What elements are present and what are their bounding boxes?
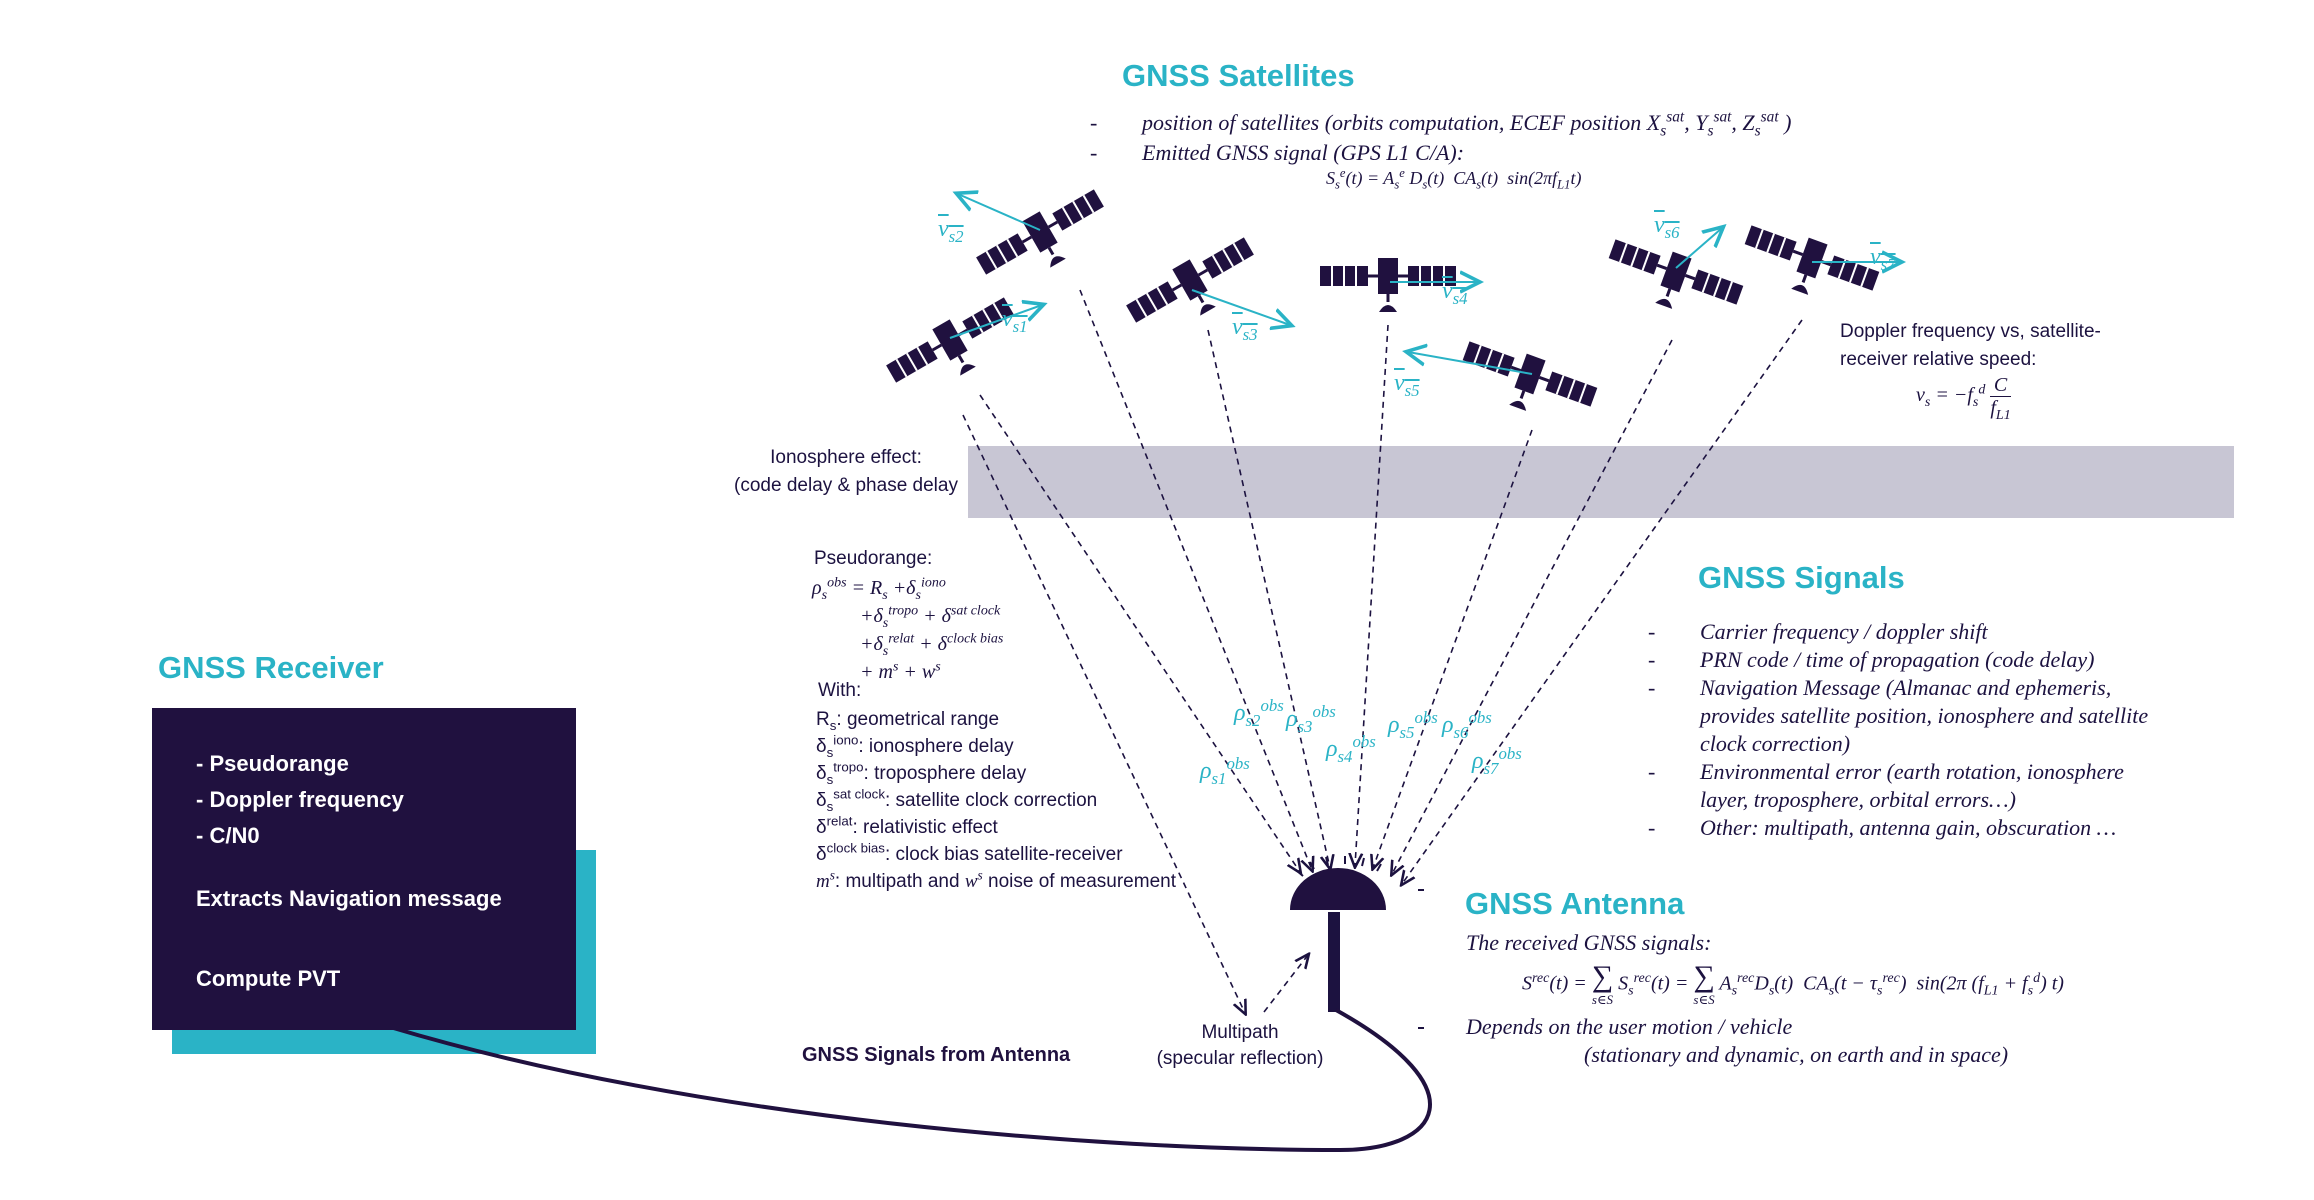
satellite-4-icon [1318, 256, 1458, 314]
antenna-cable [389, 1008, 1432, 1153]
satellite-2-icon [970, 180, 1119, 299]
signals-list: Carrier frequency / doppler shift PRN co… [1648, 618, 2168, 842]
satellite-6-icon [1598, 230, 1748, 331]
satellites-bullet-1-text: position of satellites (orbits computati… [1142, 110, 1647, 135]
signals-item-3: Navigation Message (Almanac and ephemeri… [1648, 674, 2168, 758]
def-range-text: : geometrical range [836, 709, 1000, 730]
pseudorange-with: With: [818, 680, 862, 701]
satellites-bullet-2: Emitted GNSS signal (GPS L1 C/A): [1090, 140, 1990, 166]
antenna-arc-ticks [1295, 856, 1382, 877]
doppler-note: Doppler frequency vs, satellite- receive… [1840, 318, 2101, 374]
pseudorange-definitions: Rs: geometrical range δsiono: ionosphere… [816, 706, 1176, 895]
obs-label-s3: ρs3obs [1286, 702, 1336, 736]
signal-paths [962, 289, 1803, 1013]
velocity-label-vs4: vs4 [1442, 278, 1468, 308]
obs-label-s2: ρs2obs [1234, 696, 1284, 730]
obs-label-s6: ρs6obs [1442, 708, 1492, 742]
def-iono-text: : ionosphere delay [858, 736, 1014, 757]
def-tropo: δstropo: troposphere delay [816, 759, 1027, 787]
doppler-line-1: Doppler frequency vs, satellite- [1840, 321, 2101, 342]
antenna-depends-label: Depends on the user motion / vehicle [1466, 1014, 1793, 1039]
ionosphere-band [968, 446, 2234, 518]
def-satclock: δssat clock: satellite clock correction [816, 786, 1098, 814]
velocity-label-vs7: vs7 [1870, 244, 1896, 274]
def-multipath: ms: multipath and ws noise of measuremen… [816, 867, 1176, 892]
obs-label-s7: ρs7obs [1472, 744, 1522, 778]
def-relat: δrelat: relativistic effect [816, 813, 998, 838]
signals-item-1: Carrier frequency / doppler shift [1648, 618, 2168, 646]
antenna-received-label: The received GNSS signals: [1466, 930, 1712, 955]
velocity-label-vs3: vs3 [1232, 314, 1258, 344]
multipath-line-1: Multipath [1201, 1022, 1279, 1043]
multipath-label: Multipath (specular reflection) [1150, 1020, 1330, 1072]
antenna-icon [1290, 868, 1386, 1012]
velocity-label-vs2: vs2 [938, 216, 964, 246]
multipath-line-2: (specular reflection) [1156, 1048, 1324, 1069]
antenna-depends-detail: (stationary and dynamic, on earth and in… [1584, 1042, 2009, 1067]
def-clockbias: δclock bias: clock bias satellite-receiv… [816, 840, 1123, 865]
emitted-signal-equation: Sse(t) = Ase Ds(t) CAs(t) sin(2πfL1t) [1326, 166, 1582, 192]
signals-item-2: PRN code / time of propagation (code del… [1648, 646, 2168, 674]
velocity-label-vs6: vs6 [1654, 212, 1680, 242]
pseudorange-title: Pseudorange: [814, 548, 933, 569]
def-relat-text: : relativistic effect [852, 817, 998, 838]
satellite-7-icon [1734, 216, 1884, 317]
obs-label-s4: ρs4obs [1326, 732, 1376, 766]
pseudorange-equation: ρsobs = Rs +δsiono +δstropo + δsat clock… [812, 575, 1004, 683]
def-range: Rs: geometrical range [816, 709, 1000, 733]
obs-label-s5: ρs5obs [1388, 708, 1438, 742]
def-multipath-text: : multipath and [834, 871, 965, 892]
doppler-line-2: receiver relative speed: [1840, 349, 2037, 370]
satellite-5-icon [1452, 332, 1602, 433]
ionosphere-line-1: Ionosphere effect: [770, 447, 922, 468]
def-satclock-text: : satellite clock correction [884, 790, 1098, 811]
velocity-vectors [949, 194, 1900, 375]
signals-item-4: Environmental error (earth rotation, ion… [1648, 758, 2168, 814]
obs-label-s1: ρs1obs [1200, 754, 1250, 788]
antenna-title: GNSS Antenna [1465, 886, 1685, 921]
velocity-label-vs1: vs1 [1002, 306, 1028, 336]
def-clockbias-text: : clock bias satellite-receiver [884, 844, 1123, 865]
receiver-extract-label: Extracts Navigation message [196, 886, 502, 911]
signals-title: GNSS Signals [1698, 560, 1905, 595]
receiver-compute-label: Compute PVT [196, 966, 341, 991]
def-iono: δsiono: ionosphere delay [816, 732, 1014, 760]
receiver-item-pseudorange: - Pseudorange [196, 751, 349, 776]
signals-item-5: Other: multipath, antenna gain, obscurat… [1648, 814, 2168, 842]
ionosphere-label: Ionosphere effect: (code delay & phase d… [716, 444, 976, 500]
satellites-bullet-1: position of satellites (orbits computati… [1090, 109, 1990, 138]
receiver-item-cn0: - C/N0 [196, 823, 260, 848]
cable-label: GNSS Signals from Antenna [802, 1044, 1071, 1066]
satellites-title: GNSS Satellites [1122, 58, 1355, 93]
received-signal-equation: Srec(t) = ∑s∈S Ssrec(t) = ∑s∈S AsrecDs(t… [1522, 960, 2064, 1008]
receiver-title: GNSS Receiver [158, 650, 384, 685]
ionosphere-line-2: (code delay & phase delay [734, 475, 958, 496]
def-tropo-text: : troposphere delay [863, 763, 1027, 784]
velocity-label-vs5: vs5 [1394, 370, 1420, 400]
receiver-box: - Pseudorange - Doppler frequency - C/N0… [152, 708, 576, 1030]
receiver-item-doppler: - Doppler frequency [196, 787, 404, 812]
def-noise-text: noise of measurement [982, 871, 1176, 892]
satellites-bullets: position of satellites (orbits computati… [1090, 109, 1990, 166]
